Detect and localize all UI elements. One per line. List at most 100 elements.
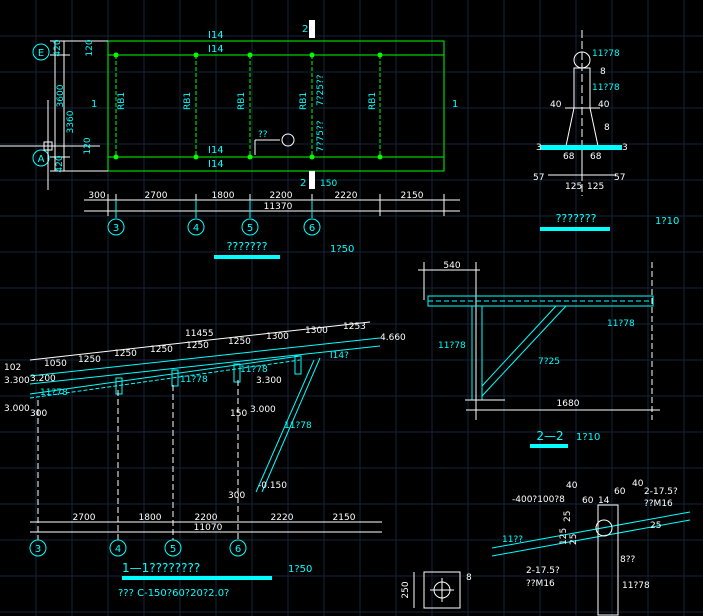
brace-label-lower: 7?75?? <box>316 120 326 152</box>
detail-label: ??M16 <box>526 579 555 589</box>
section-cut-top <box>309 20 315 38</box>
detail-label: 125 <box>587 182 604 192</box>
dim-top: 102 <box>4 363 21 373</box>
detail-label: 57 <box>533 173 544 183</box>
detail-label: -400?100?8 <box>512 495 565 505</box>
dim-120-bottom: 120 <box>83 137 93 154</box>
dim-420-top: 420 <box>53 39 63 56</box>
axis-label: 3 <box>35 544 41 555</box>
member-label: 7?25 <box>538 357 560 367</box>
dim-3600: 3600 <box>56 84 66 107</box>
dim-top: 1050 <box>44 359 67 369</box>
elevation: 4.660 <box>380 333 406 343</box>
rb-label: RB1 <box>299 92 309 110</box>
elevation: -0.150 <box>258 481 287 491</box>
label-i14-bottom1: I14 <box>208 145 224 156</box>
detail-label: 57 <box>614 173 625 183</box>
target-symbol-icon <box>281 133 295 147</box>
detail-label: 8 <box>604 123 610 133</box>
detail-label: 8?? <box>620 555 636 565</box>
detail-label: 40 <box>632 479 644 489</box>
detail-label: 2-17.5? <box>644 487 678 497</box>
brace-label-upper: 7?25?? <box>316 74 326 106</box>
section-title: 2—2 <box>536 429 563 443</box>
axis-label: 5 <box>247 223 253 234</box>
detail-label: 8 <box>600 67 606 77</box>
detail-label: 60 <box>614 487 626 497</box>
section-mark-left: 1 <box>91 99 97 110</box>
dim-bottom: 2220 <box>271 513 294 523</box>
detail-connection-top: 11?78 8 11?78 40 40 8 3 3 68 68 57 125 1… <box>533 30 679 231</box>
member-label: 11?78 <box>40 388 68 398</box>
dim-small: 300 <box>30 409 47 419</box>
dim-top: 1300 <box>305 326 328 336</box>
axis-label: 4 <box>115 544 121 555</box>
dim-bottom-total: 11070 <box>194 523 223 533</box>
dim-plan: 2200 <box>270 191 293 201</box>
detail-scale: 1?10 <box>655 216 679 227</box>
detail-label: 68 <box>590 152 602 162</box>
detail-label: 125 <box>559 528 569 545</box>
rb-label: RB1 <box>368 92 378 110</box>
section-2-2: 540 11?78 11?78 7?25 1680 2—2 1?10 <box>418 261 660 448</box>
dim-250: 250 <box>401 581 411 598</box>
dim-top-total: 11455 <box>185 329 214 339</box>
dim-120-top: 120 <box>85 39 95 56</box>
dim-150: 150 <box>320 179 337 189</box>
axis-label: 5 <box>170 544 176 555</box>
section-mark-right: 1 <box>452 99 458 110</box>
note-qq: ?? <box>258 130 268 140</box>
section-cut-bottom <box>309 171 315 189</box>
rafter-top <box>29 337 381 377</box>
dim-bottom: 1800 <box>139 513 162 523</box>
member-label: 11?78 <box>284 421 312 431</box>
rb-label: RB1 <box>117 92 127 110</box>
axis-label: 3 <box>113 223 119 234</box>
detail-connection-bottom: 40 40 -400?100?8 60 14 60 2-17.5? ??M16 … <box>491 479 691 616</box>
diagonal-brace <box>255 359 315 493</box>
elevation: 3.000 <box>4 404 30 414</box>
label-i14-top2: I14 <box>208 44 224 55</box>
dim-top: 1250 <box>78 355 101 365</box>
dim-top: 1250 <box>150 345 173 355</box>
detail-label: 11?? <box>502 535 523 545</box>
detail-title: ??????? <box>556 212 597 225</box>
member-label: I14? <box>330 351 349 361</box>
detail-base-plate: 250 8 <box>401 571 472 609</box>
elevation: 3.000 <box>250 405 276 415</box>
title-underline <box>540 227 610 231</box>
section-1-1: 11455 102 1050 1250 1250 1250 1250 1250 … <box>4 321 406 599</box>
detail-label: 14 <box>598 496 610 506</box>
detail-label: 25 <box>650 521 661 531</box>
dim-top: 1300 <box>266 332 289 342</box>
detail-label: 40 <box>550 100 562 110</box>
dim-plan: 2220 <box>335 191 358 201</box>
section-title: 1—1???????? <box>122 561 200 575</box>
axis-label-E: E <box>38 48 44 59</box>
dim-top: 1250 <box>114 349 137 359</box>
detail-label: 60 <box>582 496 594 506</box>
detail-label: ??M16 <box>644 499 673 509</box>
dim-plan: 2700 <box>145 191 168 201</box>
dim-1680: 1680 <box>557 399 580 409</box>
dim-plan: 300 <box>88 191 105 201</box>
member-label: 11?78 <box>607 319 635 329</box>
member-label: 11?78 <box>180 375 208 385</box>
detail-label: 68 <box>563 152 575 162</box>
dim-420-bottom: 420 <box>55 155 65 172</box>
detail-label: 125 <box>565 182 582 192</box>
plan-scale: 1?50 <box>330 244 354 255</box>
canopy-outline <box>107 40 445 172</box>
detail-label: 11?78 <box>622 581 650 591</box>
label-i14-top1: I14 <box>208 30 224 41</box>
dim-small: 300 <box>228 491 245 501</box>
detail-label: 40 <box>598 100 610 110</box>
detail-label: 3 <box>622 143 628 153</box>
dim-bottom: 2700 <box>73 513 96 523</box>
plan-view: E A 420 120 3600 3360 120 420 1 1 I14 I1… <box>0 20 460 259</box>
label-section-2-top: 2 <box>302 24 308 35</box>
dim-bottom: 2200 <box>195 513 218 523</box>
rafter-bottom <box>29 355 301 395</box>
